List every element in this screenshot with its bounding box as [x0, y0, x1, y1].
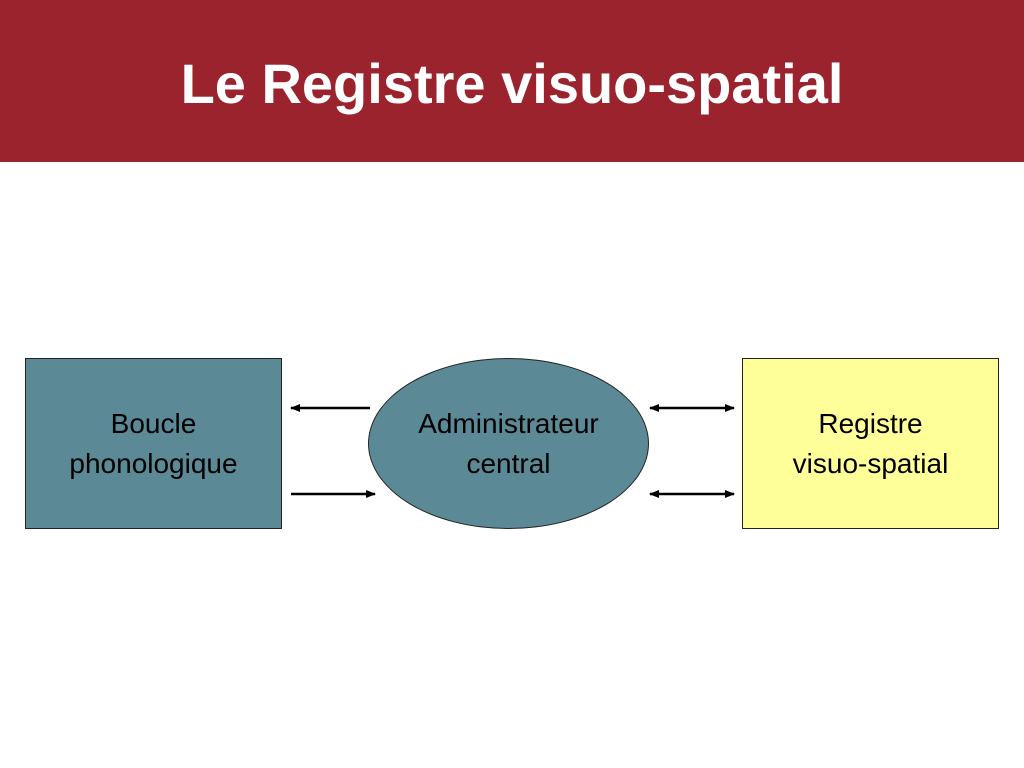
node-label-line1: Administrateur: [418, 407, 599, 439]
title-bar: Le Registre visuo-spatial: [0, 0, 1024, 162]
node-registre-visuo-spatial: Registre visuo-spatial: [742, 358, 999, 529]
node-label-line1: Registre: [818, 407, 923, 439]
slide-title: Le Registre visuo-spatial: [180, 52, 844, 115]
node-boucle-phonologique: Boucle phonologique: [25, 358, 282, 529]
node-administrateur-central: Administrateur central: [368, 358, 649, 529]
node-label-line2: visuo-spatial: [792, 447, 949, 479]
node-label-line1: Boucle: [110, 407, 197, 439]
node-label-line2: phonologique: [69, 447, 238, 479]
node-label-line2: central: [466, 447, 551, 479]
